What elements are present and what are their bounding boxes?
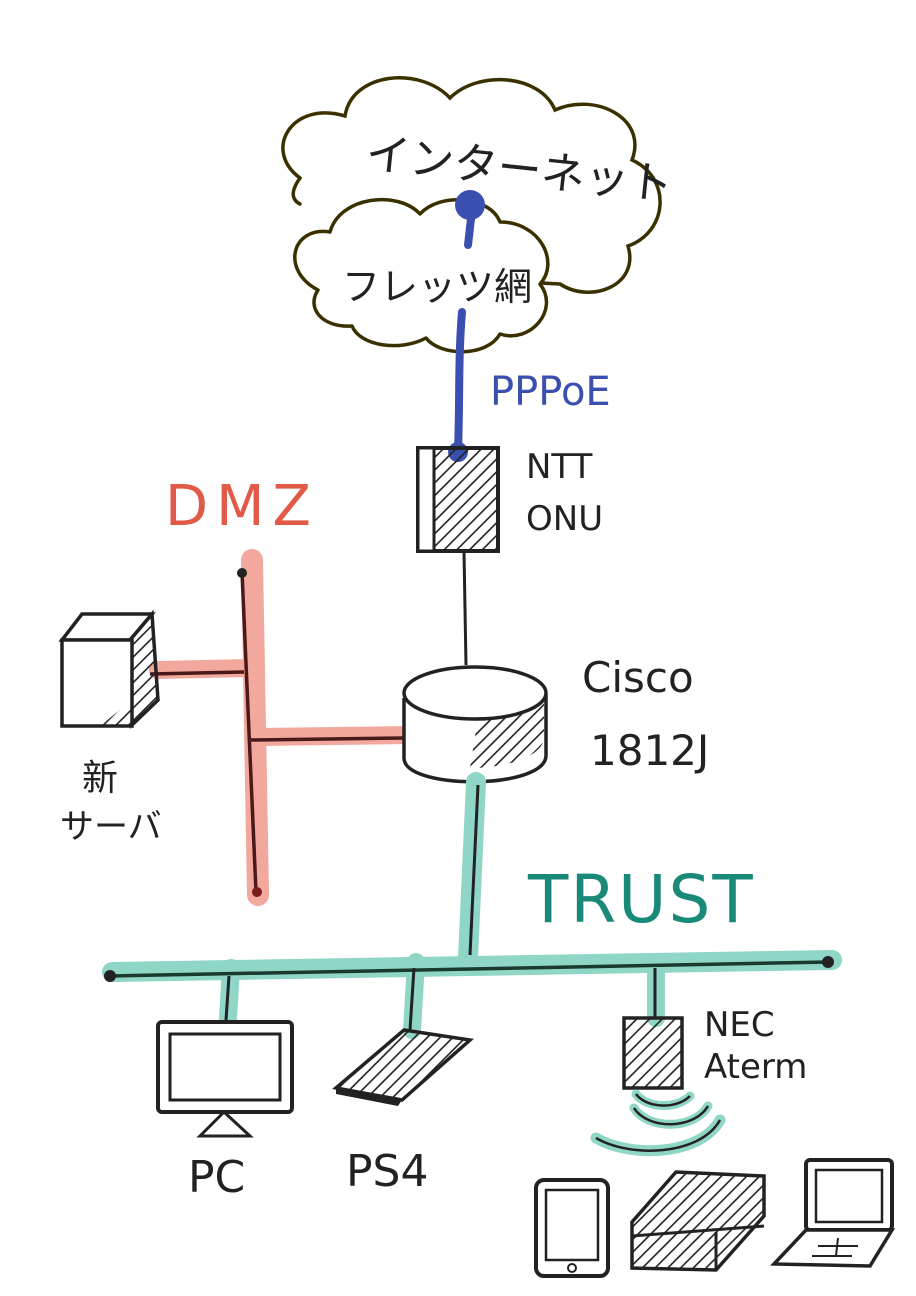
nec-aterm: NEC Aterm (622, 1005, 807, 1090)
trust-segment: TRUST (102, 772, 842, 1039)
internet-label: インターネット (364, 128, 676, 211)
internet-endpoint (455, 190, 485, 220)
ap-label-line2: Aterm (704, 1047, 807, 1087)
onu-router-link (462, 551, 468, 666)
flets-cloud: フレッツ網 (293, 197, 550, 354)
laptop-icon (770, 1158, 896, 1268)
new-server: 新 サーバ (58, 609, 162, 847)
ps4-label: PS4 (346, 1146, 428, 1197)
cisco-router: Cisco 1812J (402, 653, 709, 784)
dmz-label: DMZ (165, 474, 319, 539)
flets-label: フレッツ網 (342, 265, 532, 309)
ntt-onu: NTT ONU (416, 446, 603, 553)
tablet-icon (534, 1178, 610, 1278)
router-label-line2: 1812J (590, 726, 709, 775)
wifi-signal-icon (590, 1089, 726, 1157)
server-label-line1: 新 (82, 758, 118, 799)
onu-label-line1: NTT (526, 447, 593, 487)
pc-label: PC (188, 1152, 245, 1203)
pppoe-label: PPPoE (490, 369, 611, 415)
pc-monitor: PC (156, 1020, 294, 1203)
ap-label-line1: NEC (704, 1005, 775, 1045)
game-console-icon (630, 1170, 766, 1272)
onu-label-line2: ONU (526, 499, 603, 539)
dmz-segment: DMZ (149, 474, 421, 906)
router-label-line1: Cisco (582, 653, 694, 702)
server-label-line2: サーバ (60, 807, 162, 847)
trust-label: TRUST (527, 861, 755, 938)
ps4-console: PS4 (332, 1028, 474, 1197)
